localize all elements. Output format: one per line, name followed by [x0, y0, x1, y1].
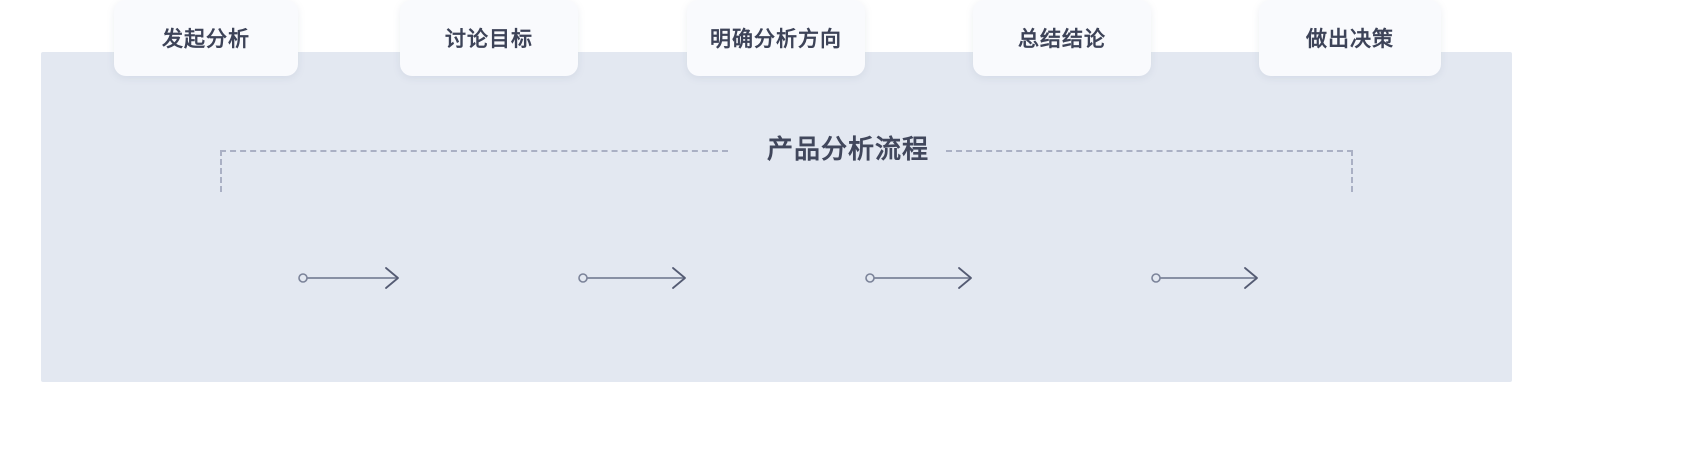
process-group-title: 产品分析流程: [766, 134, 929, 164]
bracket-tick-left: [220, 150, 222, 192]
flow-node-5-label: 做出决策: [1306, 28, 1394, 51]
flow-node-2[interactable]: 讨论目标: [400, 0, 578, 76]
bracket-line-right: [946, 150, 1353, 152]
flow-connector-1[interactable]: [298, 267, 400, 289]
flow-node-4[interactable]: 总结结论: [973, 0, 1151, 76]
connector-start-dot-icon: [578, 273, 588, 283]
flow-node-2-label: 讨论目标: [445, 28, 533, 51]
flow-node-3-label: 明确分析方向: [710, 28, 842, 51]
flow-node-5[interactable]: 做出决策: [1259, 0, 1441, 76]
flow-node-1-label: 发起分析: [162, 28, 250, 51]
flow-connector-4[interactable]: [1151, 267, 1259, 289]
flow-canvas: [41, 52, 1512, 382]
arrowhead-icon: [385, 267, 399, 289]
connector-start-dot-icon: [1151, 273, 1161, 283]
flow-connector-3[interactable]: [865, 267, 973, 289]
flow-connector-2[interactable]: [578, 267, 687, 289]
bracket-tick-right: [1351, 150, 1353, 192]
bracket-line-left: [220, 150, 728, 152]
flow-node-3[interactable]: 明确分析方向: [687, 0, 865, 76]
flow-node-1[interactable]: 发起分析: [114, 0, 298, 76]
process-group-bracket: [220, 150, 1353, 192]
arrowhead-icon: [958, 267, 972, 289]
connector-start-dot-icon: [298, 273, 308, 283]
arrowhead-icon: [1244, 267, 1258, 289]
arrowhead-icon: [672, 267, 686, 289]
connector-start-dot-icon: [865, 273, 875, 283]
flow-node-4-label: 总结结论: [1018, 28, 1106, 51]
